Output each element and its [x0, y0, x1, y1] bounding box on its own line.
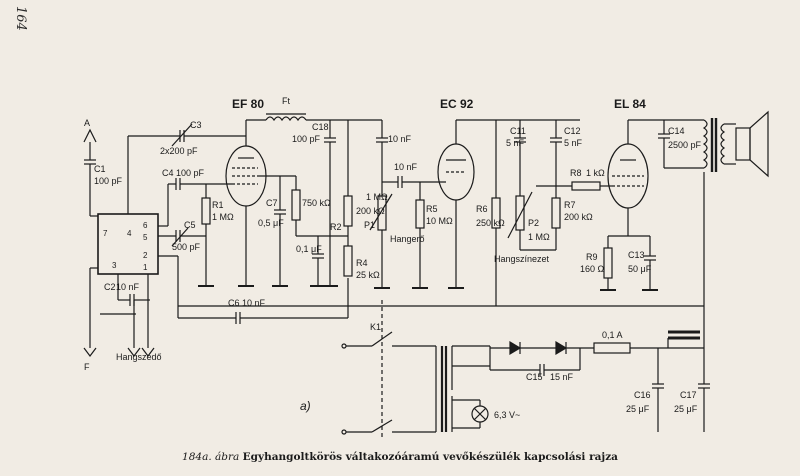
ft-choke	[265, 116, 307, 122]
figure-title: Egyhangoltkörös váltakozóáramú vevőkészü…	[242, 451, 618, 463]
c5-value: 500 pF	[172, 242, 201, 252]
p2-function: Hangszínezet	[494, 254, 550, 264]
c16-value: 25 μF	[626, 404, 650, 414]
r9-value: 160 Ω	[580, 264, 605, 274]
r2-name: R2	[330, 222, 342, 232]
r3-value: 750 kΩ	[302, 198, 331, 208]
c16-name: C16	[634, 390, 651, 400]
loudspeaker	[735, 127, 751, 161]
c13-name: C13	[628, 250, 645, 260]
c14-name: C14	[668, 126, 685, 136]
c6-value: 10 nF	[242, 298, 266, 308]
coil-pin-1: 1	[143, 263, 148, 272]
r4-name: R4	[356, 258, 368, 268]
p1-name: P1	[364, 220, 375, 230]
c10-value: 10 nF	[394, 162, 418, 172]
r8-name: R8	[570, 168, 582, 178]
r1-value: 1 MΩ	[212, 212, 234, 222]
c17-value: 25 μF	[674, 404, 698, 414]
c15-name: C15	[526, 372, 543, 382]
coil-pin-4: 4	[127, 229, 132, 238]
figure-number: 184a. ábra	[182, 451, 240, 463]
r5-value: 10 MΩ	[426, 216, 453, 226]
r5-name: R5	[426, 204, 438, 214]
figure-caption: 184a. ábra Egyhangoltkörös váltakozóáram…	[0, 451, 800, 463]
coil-pin-3: 3	[112, 261, 117, 270]
p2-value: 1 MΩ	[528, 232, 550, 242]
c12-value: 5 nF	[564, 138, 583, 148]
k1-name: K1	[370, 322, 381, 332]
power-section-label: a)	[300, 399, 311, 413]
pilot-lamp-value: 6,3 V~	[494, 410, 520, 420]
ec92-label: EC 92	[440, 97, 474, 111]
earth-symbol	[83, 347, 97, 357]
r1-name: R1	[212, 200, 224, 210]
rectifier-diode-2	[555, 340, 568, 356]
c18-name: C18	[312, 122, 329, 132]
c2-name: C2	[104, 282, 116, 292]
c17-name: C17	[680, 390, 697, 400]
r6-value: 250 kΩ	[476, 218, 505, 228]
c5-name: C5	[184, 220, 196, 230]
fuse-value: 0,1 A	[602, 330, 623, 340]
antenna-label: A	[84, 118, 90, 128]
c7-value: 0,5 μF	[258, 218, 284, 228]
r4-value: 25 kΩ	[356, 270, 380, 280]
c3-value: 2x200 pF	[160, 146, 198, 156]
c1-value: 100 pF	[94, 176, 123, 186]
c1-name: C1	[94, 164, 106, 174]
c8-value: 0,1 μF	[296, 244, 322, 254]
earth-label: F	[84, 362, 90, 372]
c18-value: 100 pF	[292, 134, 321, 144]
c11-value: 5 nF	[506, 138, 525, 148]
page-number: 164	[13, 6, 28, 31]
ft-name: Ft	[282, 96, 290, 106]
coil-pin-6: 6	[143, 221, 148, 230]
r7-name: R7	[564, 200, 576, 210]
input-coil-box	[97, 213, 159, 275]
coil-pin-5: 5	[143, 233, 148, 242]
c9-value: 10 nF	[388, 134, 412, 144]
r6-name: R6	[476, 204, 488, 214]
p1-function: Hangerő	[390, 234, 425, 244]
c14-value: 2500 pF	[668, 140, 702, 150]
coil-pin-2: 2	[143, 251, 148, 260]
rectifier-diode-1	[509, 340, 522, 356]
r7-value: 200 kΩ	[564, 212, 593, 222]
p2-name: P2	[528, 218, 539, 228]
fuse	[593, 342, 631, 354]
c12-name: C12	[564, 126, 581, 136]
p1-value: 1 MΩ	[366, 192, 388, 202]
c13-value: 50 μF	[628, 264, 652, 274]
r9-name: R9	[586, 252, 598, 262]
r8-value: 1 kΩ	[586, 168, 605, 178]
output-transformer	[702, 119, 708, 169]
c2-value: 10 nF	[116, 282, 140, 292]
c15-value: 15 nF	[550, 372, 574, 382]
c3-name: C3	[190, 120, 202, 130]
coil-pin-7: 7	[103, 229, 108, 238]
c11-name: C11	[510, 126, 526, 136]
c6-name: C6	[228, 298, 240, 308]
pickup-label: Hangszedő	[116, 352, 162, 362]
ef80-label: EF 80	[232, 97, 264, 111]
antenna-symbol	[83, 128, 97, 143]
c4-name: C4	[162, 168, 174, 178]
el84-label: EL 84	[614, 97, 646, 111]
r2-value: 200 kΩ	[356, 206, 385, 216]
c4-value: 100 pF	[176, 168, 205, 178]
c7-name: C7	[266, 198, 278, 208]
